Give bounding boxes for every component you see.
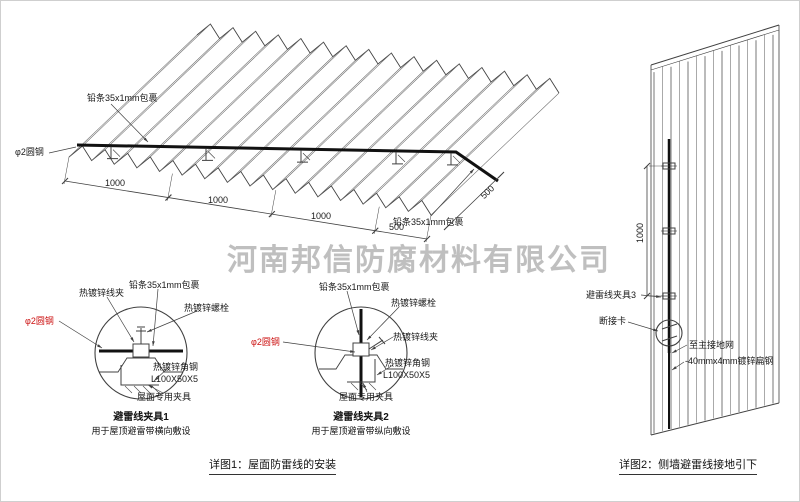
label-round-steel-main: φ2圆钢 xyxy=(15,147,44,157)
d2-title: 避雷线夹具2 xyxy=(333,412,389,423)
d2-label-bolt: 热镀锌螺栓 xyxy=(391,298,437,308)
dim-label-2: 1000 xyxy=(208,195,229,205)
d2-label-angle-steel: 热镀锌角钢 xyxy=(385,358,431,368)
label-lead-strip-top: 铅条35x1mm包裹 xyxy=(87,93,158,103)
caption-detail2: 详图2：侧墙避雷线接地引下 xyxy=(619,456,758,475)
d1-label-bolt: 热镀锌螺栓 xyxy=(184,303,230,313)
d1-label-round-steel: φ2圆钢 xyxy=(25,316,54,326)
d2-label-wire-clamp: 热镀锌线夹 xyxy=(393,332,439,342)
d1-label-lead-strip: 铅条35x1mm包裹 xyxy=(129,280,200,290)
d2-subtitle: 用于屋顶避雷带纵向敷设 xyxy=(311,426,411,436)
d1-label-wire-clamp: 热镀锌线夹 xyxy=(79,288,125,298)
d1-label-roof-clamp: 屋面专用夹具 xyxy=(137,392,192,402)
wall-label-to-ground: 至主接地网 xyxy=(689,340,735,350)
caption-detail1: 详图1：屋面防雷线的安装 xyxy=(209,456,337,475)
wall-label-flat-steel: -40mmx4mm镀锌扁钢 xyxy=(685,356,774,366)
dim-label-3: 1000 xyxy=(311,211,332,221)
company-watermark: 河南邦信防腐材料有限公司 xyxy=(227,244,611,277)
wall-label-clamp3: 避雷线夹具3 xyxy=(586,290,637,300)
d2-label-angle-spec: L100X50X5 xyxy=(383,370,431,380)
d2-label-round-steel: φ2圆钢 xyxy=(251,337,280,347)
d2-label-roof-clamp: 屋面专用夹具 xyxy=(339,392,394,402)
d1-label-angle-steel: 热镀锌角钢 xyxy=(153,362,199,372)
d1-subtitle: 用于屋顶避雷带横向敷设 xyxy=(91,426,191,436)
dim-label-1: 1000 xyxy=(105,178,126,188)
dim-label-4: 500 xyxy=(389,222,405,232)
d1-label-angle-spec: L100X50X5 xyxy=(151,374,199,384)
d2-label-lead-strip: 铅条35x1mm包裹 xyxy=(319,282,390,292)
wall-dim-label: 1000 xyxy=(635,222,645,243)
label-lead-strip-right: 铅条35x1mm包裹 xyxy=(393,217,464,227)
wall-label-disconnect: 断接卡 xyxy=(599,316,627,326)
d1-title: 避雷线夹具1 xyxy=(113,412,169,423)
